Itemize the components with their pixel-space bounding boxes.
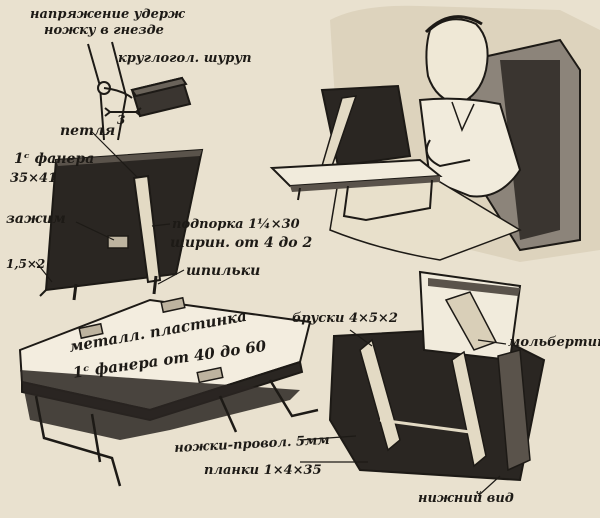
label-bars: бруски 4×5×2 <box>292 311 398 326</box>
label-dim-1-5x2: 1,5×2 <box>6 257 46 271</box>
hinge-detail <box>87 41 192 141</box>
label-screw: круглогол. шуруп <box>118 51 252 66</box>
leader-lines-right <box>299 329 507 497</box>
label-easel: мольбертик <box>508 335 600 350</box>
leader-lines-left <box>35 131 185 285</box>
label-pins: шпильки <box>186 263 261 279</box>
underside-view-drawing <box>328 270 546 482</box>
bed-table-drawing <box>18 296 319 487</box>
label-hinge: петля <box>60 123 116 139</box>
label-plywood-size: 35×41 <box>10 171 58 186</box>
label-clamp: зажим <box>6 211 66 227</box>
label-tension-2: ножку в гнезде <box>44 23 164 38</box>
label-slats: планки 1×4×35 <box>204 463 322 478</box>
label-tension: напряжение удерж <box>30 7 185 22</box>
label-strut-width: ширин. от 4 до 2 <box>170 235 313 251</box>
woman-in-bed-drawing <box>269 5 600 263</box>
label-strut: подпорка 1¼×30 <box>172 217 300 232</box>
label-plywood: 1ᶜ фанера <box>14 151 95 167</box>
label-dim-3: 3 <box>117 113 126 127</box>
label-bottom-view: нижний вид <box>418 491 514 506</box>
